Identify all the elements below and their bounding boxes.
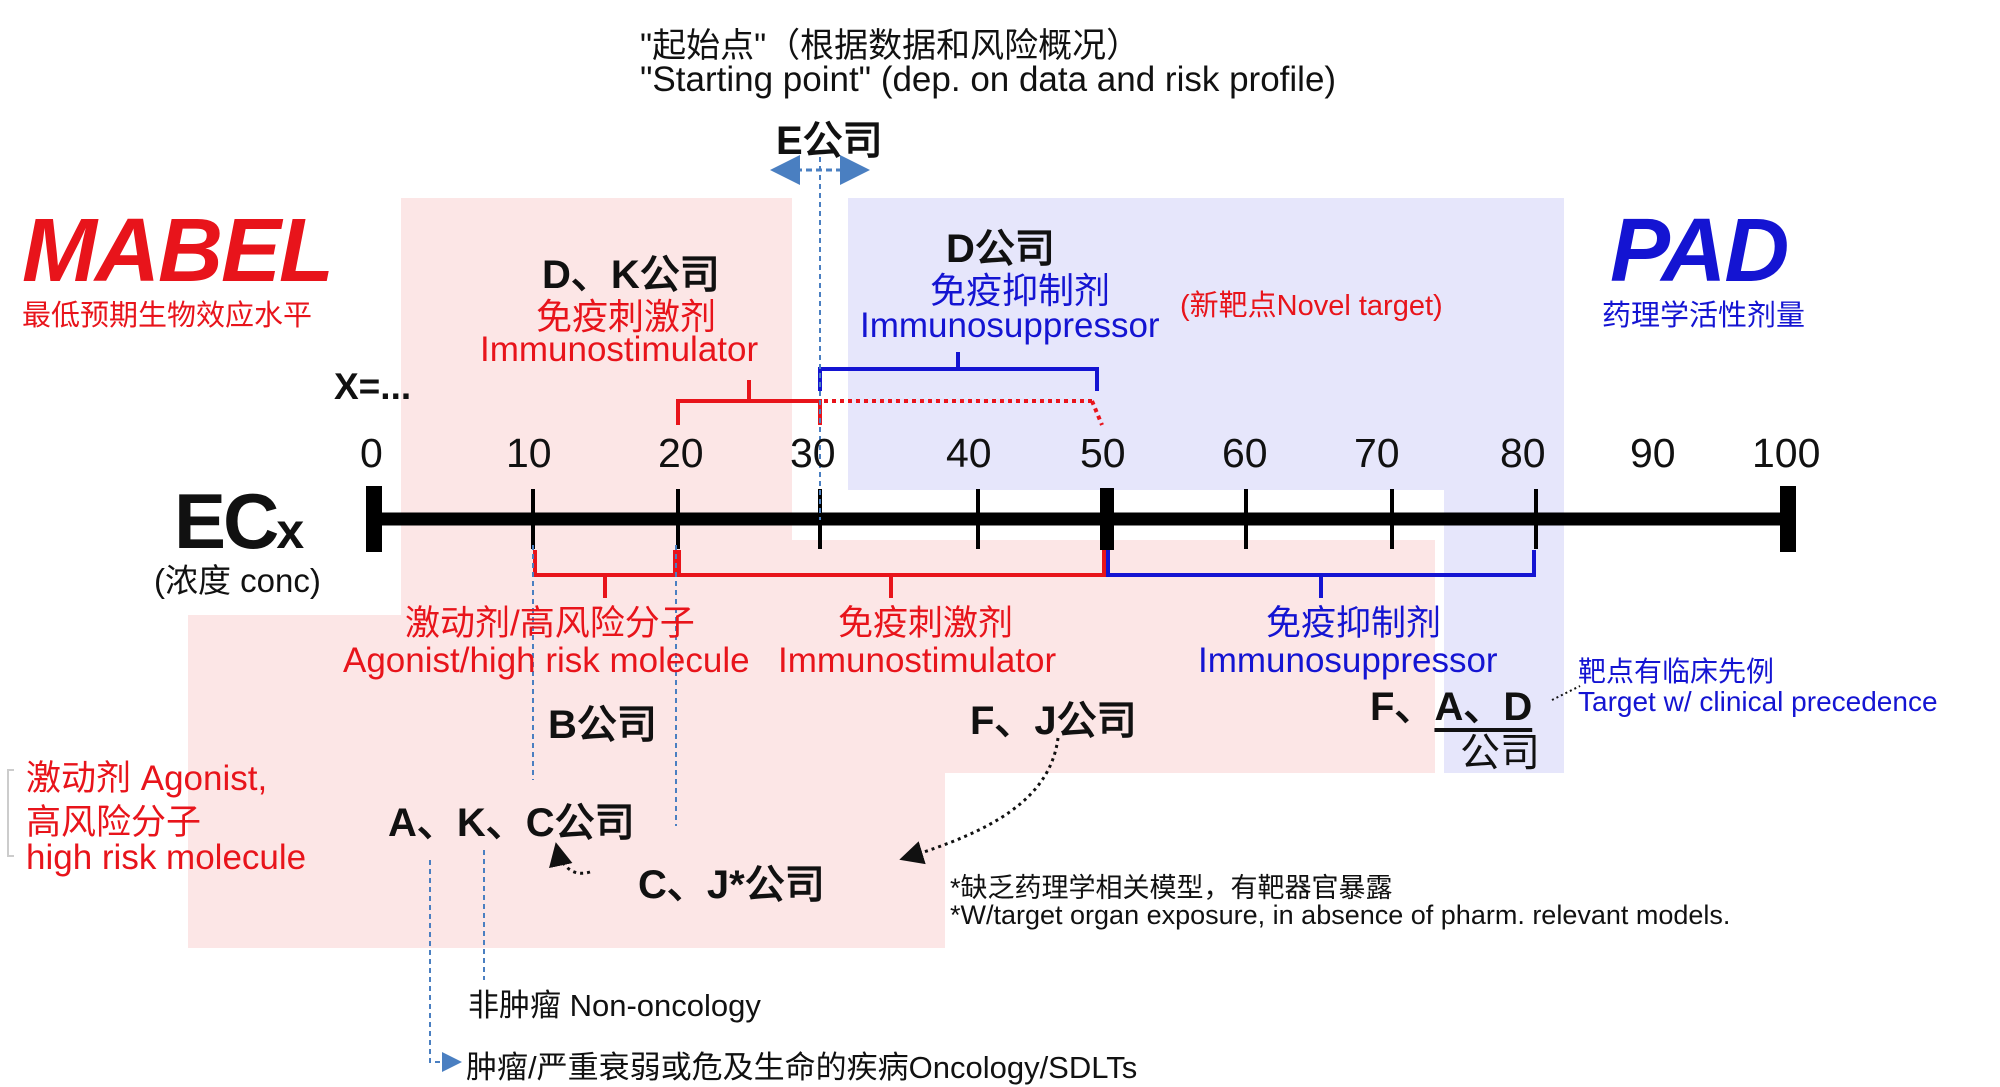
d-company-label: D公司 <box>946 227 1055 271</box>
starting-point-en: "Starting point" (dep. on data and risk … <box>640 60 1337 99</box>
left-high-risk-zh: 高风险分子 <box>26 803 202 842</box>
lower-immunosup-zh: 免疫抑制剂 <box>1266 604 1442 643</box>
novel-target-label: (新靶点Novel target) <box>1180 290 1443 322</box>
clinical-precedence-en: Target w/ clinical precedence <box>1578 686 1938 717</box>
oncology-dashed-arrow <box>429 860 462 1072</box>
e-company-label: E公司 <box>776 119 883 163</box>
footnote-zh: *缺乏药理学相关模型，有靶器官暴露 <box>950 873 1393 903</box>
tick-label-20: 20 <box>658 430 704 476</box>
pad-title: PAD <box>1610 201 1789 301</box>
dk-immunostim-zh: 免疫刺激剂 <box>536 296 717 337</box>
lower-bracket-10-20 <box>533 550 677 598</box>
tick-label-50: 50 <box>1080 430 1126 476</box>
fj-to-cj-arrow <box>899 737 1060 865</box>
lower-bracket-50-80 <box>1106 550 1536 598</box>
agonist-high-risk-en: Agonist/high risk molecule <box>343 641 750 680</box>
lower-bracket-20-50 <box>677 550 1106 598</box>
tick-label-0: 0 <box>360 430 383 476</box>
x-equals-label: X=... <box>334 366 412 407</box>
ec-subscript: x <box>276 503 304 559</box>
lavender-region-upper <box>848 198 1564 490</box>
tick-label-60: 60 <box>1222 430 1268 476</box>
ec-x-label: ECx <box>174 476 304 567</box>
left-agonist-zh: 激动剂 Agonist, <box>26 759 268 798</box>
pad-subtitle: 药理学活性剂量 <box>1602 300 1806 332</box>
tick-label-100: 100 <box>1752 430 1821 476</box>
lower-immunostim-en: Immunostimulator <box>778 641 1057 680</box>
b-company-label: B公司 <box>548 703 657 747</box>
tick-label-10: 10 <box>506 430 552 476</box>
upper-red-bracket <box>676 380 822 425</box>
starting-point-zh: "起始点"（根据数据和风险概况） <box>640 27 1141 65</box>
pink-region-upper <box>401 198 792 540</box>
non-oncology-label: 非肿瘤 Non-oncology <box>468 988 761 1023</box>
d-immunosup-en: Immunosuppressor <box>860 306 1160 345</box>
cj-to-akc-arrow <box>549 842 591 875</box>
tick-label-40: 40 <box>946 430 992 476</box>
mabel-title: MABEL <box>22 201 334 301</box>
pink-region-lower-left <box>188 615 945 948</box>
tick-label-80: 80 <box>1500 430 1546 476</box>
conc-label: (浓度 conc) <box>154 562 321 599</box>
d-immunosup-zh: 免疫抑制剂 <box>930 270 1111 311</box>
fad-underlined: A、D <box>1434 685 1533 729</box>
footnote-en: *W/target organ exposure, in absence of … <box>950 900 1731 930</box>
agonist-high-risk-zh: 激动剂/高风险分子 <box>405 604 695 643</box>
dk-immunostim-en: Immunostimulator <box>480 330 759 369</box>
axis-mid-50 <box>1100 488 1114 550</box>
lavender-region-right <box>1444 490 1564 773</box>
fad-prefix: F、 <box>1370 685 1435 729</box>
oncology-label: 肿瘤/严重衰弱或危及生命的疾病Oncology/SDLTs <box>466 1050 1138 1085</box>
tick-label-70: 70 <box>1354 430 1400 476</box>
axis-end-left <box>366 486 382 552</box>
axis-end-right <box>1780 486 1796 552</box>
fj-company-label: F、J公司 <box>970 699 1137 743</box>
dk-company-label: D、K公司 <box>542 253 720 297</box>
lower-immunostim-zh: 免疫刺激剂 <box>838 604 1014 643</box>
akc-company-label: A、K、C公司 <box>388 801 635 845</box>
lower-immunosup-en: Immunosuppressor <box>1198 641 1498 680</box>
fad-company-line2: 公司 <box>1460 731 1540 775</box>
clinical-precedence-zh: 靶点有临床先例 <box>1578 656 1775 687</box>
upper-blue-bracket <box>818 352 1099 391</box>
fad-company-line1: F、A、D <box>1370 674 1532 732</box>
ec-main: EC <box>174 477 279 565</box>
tick-label-90: 90 <box>1630 430 1676 476</box>
left-high-risk-en: high risk molecule <box>26 838 307 877</box>
cj-company-label: C、J*公司 <box>638 863 825 907</box>
tick-label-30: 30 <box>790 430 836 476</box>
mabel-subtitle: 最低预期生物效应水平 <box>22 300 313 332</box>
clinical-dotted <box>1551 685 1581 701</box>
left-brace <box>7 769 14 857</box>
